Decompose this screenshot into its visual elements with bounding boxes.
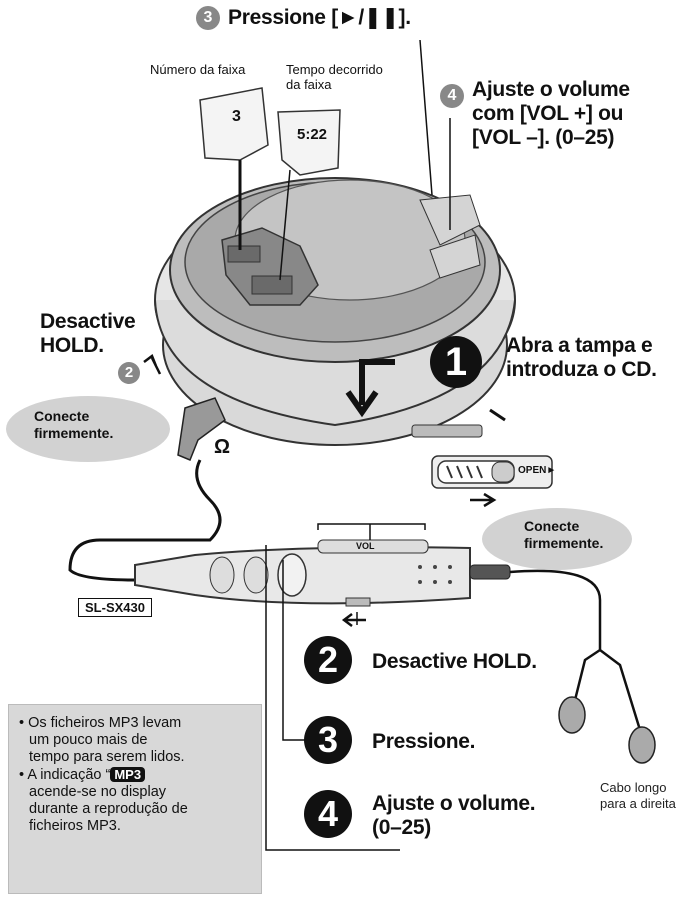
elapsed-time-value: 5:22 [297, 126, 328, 143]
cable-line2: para a direita [600, 796, 676, 811]
connect-line1: Conecte [34, 408, 90, 424]
step-number-badge: 4 [440, 84, 464, 108]
open-lid-line1: Abra a tampa e [506, 334, 653, 357]
step-number-badge: 3 [196, 6, 220, 30]
hold-line1: Desactive [40, 310, 136, 333]
note-bullet-2-line2: durante a reprodução de [29, 801, 188, 817]
note-bullet-1-line1: Os ficheiros MP3 levam [28, 715, 182, 731]
cable-line1: Cabo longo [600, 780, 667, 795]
connect-bubble-remote-text: Conecte firmemente. [524, 518, 603, 552]
remote-volume-lines: Ajuste o volume. (0–25) [372, 792, 536, 840]
remote-step-4-badge: 4 [304, 790, 352, 838]
connect-line2: firmemente. [524, 535, 604, 551]
cable-label: Cabo longo para a direita [600, 780, 676, 812]
step-4-line3: [VOL –]. (0–25) [472, 126, 615, 149]
connect-line1: Conecte [524, 518, 580, 534]
earphone-right [628, 726, 656, 764]
note-bullet-2-line1: acende-se no display [29, 784, 167, 800]
open-lid-line2: introduza o CD. [506, 358, 657, 381]
note-bullet-1-line3: tempo para serem lidos. [29, 749, 185, 765]
note-bullet-2: • A indicação “MP3 acende-se no display … [19, 767, 188, 834]
track-card [199, 87, 269, 161]
note-bullet-1-line2: um pouco mais de [29, 732, 148, 748]
connect-bubble-player [6, 396, 170, 462]
remote-hold-text: Desactive HOLD. [372, 650, 537, 673]
connect-line2: firmemente. [34, 425, 114, 441]
track-number-label: Número da faixa [150, 62, 246, 77]
time-card [277, 109, 341, 176]
hold-line2: HOLD. [40, 334, 104, 357]
note-bullet-1: • Os ficheiros MP3 levam um pouco mais d… [19, 715, 185, 765]
step-3-play-header: 3 Pressione [►/❚❚]. [196, 6, 411, 30]
cd-player [154, 177, 516, 446]
step-4-line2: com [VOL +] ou [472, 102, 624, 125]
track-number-value: 3 [232, 108, 241, 125]
note-bullet-2-prefix: A indicação “ [27, 767, 111, 783]
step-number-badge: 2 [118, 362, 140, 384]
step-3-play-text: Pressione [►/❚❚]. [228, 6, 411, 29]
note-bullet-2-line3: ficheiros MP3. [29, 818, 121, 834]
remote-step-2-badge: 2 [304, 636, 352, 684]
elapsed-time-label: Tempo decorrido da faixa [286, 62, 383, 92]
remote-volume-line1: Ajuste o volume. [372, 792, 536, 815]
open-lid-instruction: Abra a tampa e introduza o CD. [506, 334, 657, 382]
step-4-line1: Ajuste o volume [472, 78, 630, 101]
elapsed-time-label-line2: da faixa [286, 77, 332, 92]
vol-label: VOL [356, 541, 375, 551]
model-label: SL-SX430 [78, 598, 152, 617]
connect-bubble-remote [482, 508, 632, 570]
remote-play-text: Pressione. [372, 730, 476, 753]
mp3-note-box: • Os ficheiros MP3 levam um pouco mais d… [8, 704, 262, 894]
headphone-symbol: Ω [214, 436, 231, 458]
mp3-indicator-badge: MP3 [110, 767, 146, 782]
remote-volume-line2: (0–25) [372, 816, 431, 839]
elapsed-time-label-line1: Tempo decorrido [286, 62, 383, 77]
connect-bubble-player-text: Conecte firmemente. [34, 408, 113, 442]
earphone-left [558, 696, 586, 734]
step-1-badge: 1 [430, 336, 482, 388]
switch-open-label: OPEN► [518, 465, 557, 476]
hold-instruction: Desactive HOLD. [40, 310, 136, 358]
remote-step-3-badge: 3 [304, 716, 352, 764]
remote-control [134, 539, 511, 607]
